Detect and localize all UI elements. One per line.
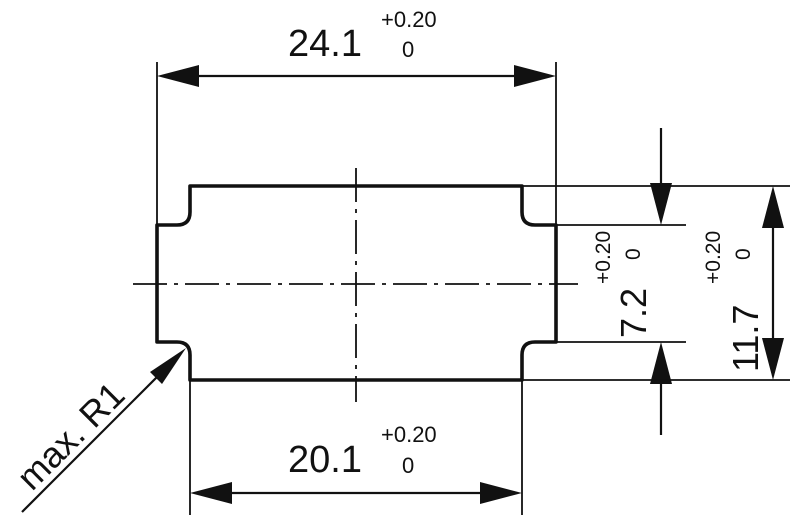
arrowhead-left	[157, 65, 199, 87]
arrowhead-left	[190, 482, 232, 504]
arrowhead-bottom	[762, 338, 784, 380]
inner-height-dimension: 7.2 +0.20 0	[556, 128, 686, 435]
top-width-tol-upper: +0.20	[381, 7, 437, 32]
arrowhead	[150, 348, 186, 384]
top-width-dimension: 24.1 +0.20 0	[156, 7, 557, 225]
inner-height-tol-lower: 0	[622, 248, 645, 260]
outer-height-tol-upper: +0.20	[702, 231, 725, 284]
leader-line	[21, 361, 173, 513]
bottom-width-dimension: 20.1 +0.20 0	[189, 380, 523, 515]
bottom-width-tol-lower: 0	[402, 453, 414, 478]
arrowhead-top	[650, 183, 672, 225]
arrowhead-top	[762, 186, 784, 228]
outer-height-value: 11.7	[725, 305, 766, 372]
top-width-tol-lower: 0	[402, 37, 414, 62]
inner-height-value: 7.2	[613, 288, 654, 338]
inner-height-tol-upper: +0.20	[592, 231, 615, 284]
radius-leader: max. R1	[9, 348, 186, 513]
arrowhead-right	[480, 482, 522, 504]
arrowhead-right	[514, 65, 556, 87]
arrowhead-bottom	[650, 342, 672, 384]
bottom-width-value: 20.1	[288, 439, 362, 481]
outer-height-tol-lower: 0	[732, 248, 755, 260]
bottom-width-tol-upper: +0.20	[381, 422, 437, 447]
top-width-value: 24.1	[288, 23, 362, 65]
radius-label: max. R1	[9, 374, 133, 498]
outer-height-dimension: 11.7 +0.20 0	[522, 185, 790, 381]
